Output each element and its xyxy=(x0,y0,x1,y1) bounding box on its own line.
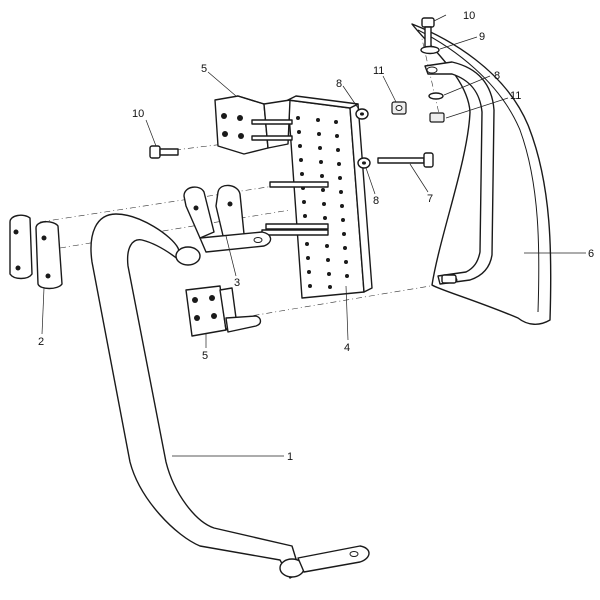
callout-11-right: 11 xyxy=(510,90,521,102)
callout-7: 7 xyxy=(427,193,433,205)
callout-8-right: 8 xyxy=(494,70,500,82)
callout-10-left: 10 xyxy=(132,108,144,120)
lower-bracket-fastener xyxy=(441,274,457,284)
leader-lines xyxy=(41,14,586,457)
callout-5-bottom: 5 xyxy=(202,350,208,362)
callout-1: 1 xyxy=(287,451,293,463)
part-1-tube-frame xyxy=(90,213,370,579)
callouts: 10 9 8 11 5 11 8 10 8 7 3 6 2 4 5 1 xyxy=(38,10,594,463)
part-4-mounting-plate xyxy=(261,95,373,299)
part-9-washer xyxy=(420,45,440,55)
part-5-bracket-top xyxy=(214,95,293,155)
part-5-bracket-bottom xyxy=(185,285,262,337)
callout-4: 4 xyxy=(344,342,350,354)
callout-8-left: 8 xyxy=(336,78,342,90)
part-3-clamp-bracket xyxy=(183,184,272,253)
callout-5-top: 5 xyxy=(201,63,207,75)
part-6-mudguard xyxy=(411,23,552,325)
part-11-nut-right xyxy=(429,112,445,123)
part-11-nut-mid xyxy=(391,101,407,115)
callout-10-top: 10 xyxy=(463,10,475,22)
callout-8-lower: 8 xyxy=(373,195,379,207)
callout-11-mid: 11 xyxy=(373,65,384,77)
part-2-clamp-halves xyxy=(9,214,63,290)
callout-6: 6 xyxy=(588,248,594,260)
callout-3: 3 xyxy=(234,277,240,289)
callout-9: 9 xyxy=(479,31,485,43)
part-10-bolt-left xyxy=(149,145,179,159)
part-7-long-bolt xyxy=(377,152,434,168)
part-8-washer-right xyxy=(428,92,444,100)
part-10-bolt-top xyxy=(421,17,435,48)
plate-holes xyxy=(296,116,349,289)
callout-2: 2 xyxy=(38,336,44,348)
